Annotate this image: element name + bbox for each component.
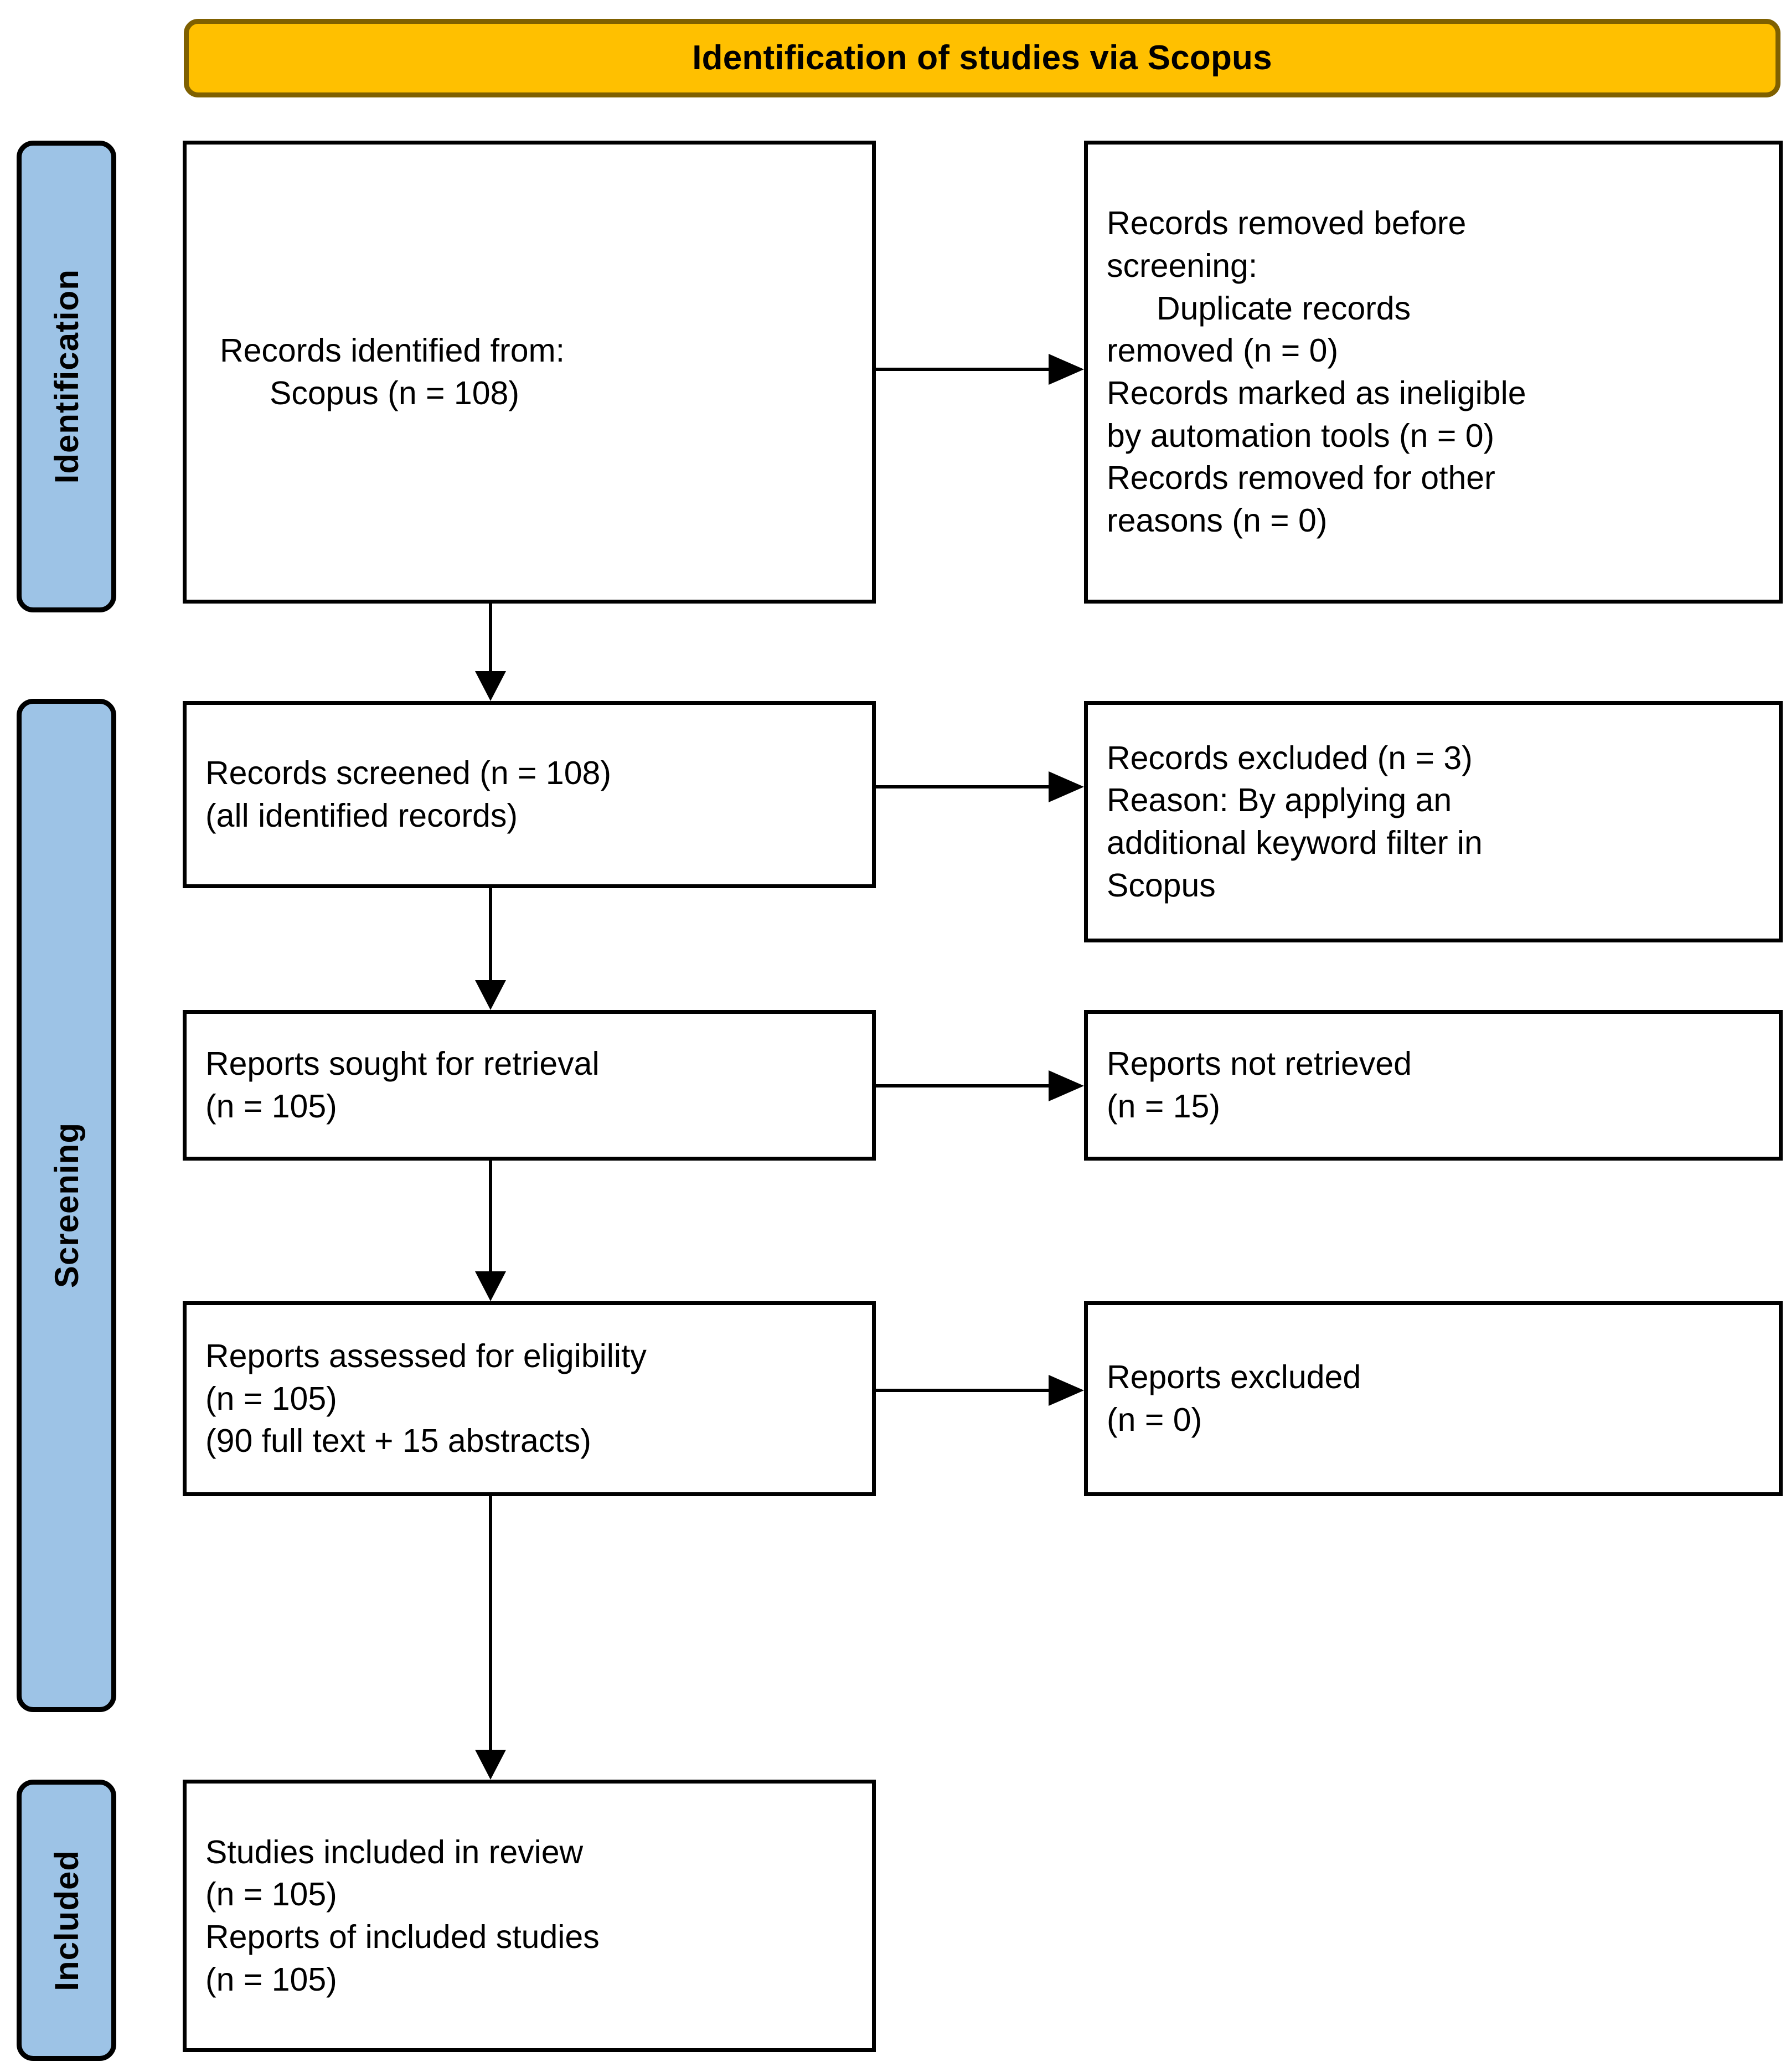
reports-not-retrieved-line-1: Reports not retrieved [1107, 1045, 1412, 1083]
box-records-excluded: Records excluded (n = 3) Reason: By appl… [1084, 701, 1783, 942]
diagram-title: Identification of studies via Scopus [692, 38, 1272, 77]
reports-assessed-line-2: (n = 105) [205, 1380, 337, 1417]
box-reports-assessed: Reports assessed for eligibility (n = 10… [183, 1301, 876, 1496]
records-removed-line-4: removed (n = 0) [1107, 332, 1339, 369]
reports-assessed-line-1: Reports assessed for eligibility [205, 1337, 647, 1374]
records-removed-line-2: screening: [1107, 247, 1258, 284]
phase-label-included: Included [48, 1849, 85, 1991]
right-arrow-icon-screened-to-excluded [876, 767, 1086, 806]
box-reports-not-retrieved: Reports not retrieved (n = 15) [1084, 1010, 1783, 1161]
records-removed-line-1: Records removed before [1107, 205, 1467, 242]
phase-bar-identification: Identification [17, 141, 116, 612]
box-records-identified: Records identified from: Scopus (n = 108… [183, 141, 876, 604]
phase-bar-included: Included [17, 1780, 116, 2061]
studies-included-line-1: Studies included in review [205, 1833, 584, 1870]
reports-sought-line-2: (n = 105) [205, 1088, 337, 1125]
studies-included-line-4: (n = 105) [205, 1961, 337, 1998]
records-identified-line-1: Records identified from: [220, 332, 565, 369]
down-arrow-icon-identified-to-screened [468, 604, 513, 702]
records-excluded-line-4: Scopus [1107, 867, 1216, 904]
records-excluded-line-3: additional keyword filter in [1107, 824, 1483, 861]
down-arrow-icon-screened-to-sought [468, 888, 513, 1011]
phase-label-screening: Screening [48, 1122, 85, 1288]
studies-included-line-2: (n = 105) [205, 1876, 337, 1913]
box-records-screened: Records screened (n = 108) (all identifi… [183, 701, 876, 888]
reports-excluded-line-2: (n = 0) [1107, 1401, 1202, 1438]
records-removed-line-3: Duplicate records [1157, 290, 1411, 327]
box-studies-included: Studies included in review (n = 105) Rep… [183, 1780, 876, 2052]
records-identified-line-2: Scopus (n = 108) [270, 375, 519, 411]
reports-sought-line-1: Reports sought for retrieval [205, 1045, 600, 1083]
studies-included-line-3: Reports of included studies [205, 1919, 600, 1955]
records-removed-line-5: Records marked as ineligible [1107, 375, 1526, 411]
records-removed-line-6: by automation tools (n = 0) [1107, 417, 1495, 454]
records-removed-line-7: Records removed for other [1107, 460, 1495, 497]
down-arrow-icon-assessed-to-included [468, 1496, 513, 1781]
diagram-title-banner: Identification of studies via Scopus [184, 19, 1780, 97]
reports-not-retrieved-line-2: (n = 15) [1107, 1088, 1220, 1125]
reports-excluded-line-1: Reports excluded [1107, 1359, 1361, 1396]
phase-label-identification: Identification [48, 269, 85, 484]
records-excluded-line-1: Records excluded (n = 3) [1107, 739, 1473, 776]
records-removed-line-8: reasons (n = 0) [1107, 502, 1328, 539]
records-excluded-line-2: Reason: By applying an [1107, 782, 1452, 819]
right-arrow-icon-sought-to-not-retrieved [876, 1066, 1086, 1105]
box-records-removed: Records removed before screening: Duplic… [1084, 141, 1783, 604]
box-reports-sought: Reports sought for retrieval (n = 105) [183, 1010, 876, 1161]
phase-bar-screening: Screening [17, 699, 116, 1712]
records-screened-line-2: (all identified records) [205, 797, 518, 834]
reports-assessed-line-3: (90 full text + 15 abstracts) [205, 1422, 591, 1460]
right-arrow-icon-identified-to-removed [876, 350, 1086, 389]
down-arrow-icon-sought-to-assessed [468, 1161, 513, 1302]
records-screened-line-1: Records screened (n = 108) [205, 755, 611, 792]
right-arrow-icon-assessed-to-reports-excluded [876, 1371, 1086, 1410]
box-reports-excluded: Reports excluded (n = 0) [1084, 1301, 1783, 1496]
